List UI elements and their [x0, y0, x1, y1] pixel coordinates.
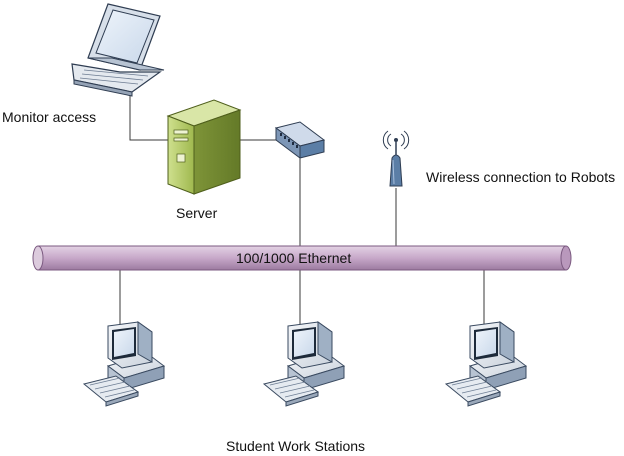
monitor-access-label: Monitor access: [2, 109, 97, 125]
server-label: Server: [176, 205, 218, 221]
network-switch-icon: [274, 121, 326, 159]
workstations-label: Student Work Stations: [226, 438, 366, 454]
network-links: [119, 90, 485, 328]
desktop-computer-icon: [263, 321, 345, 407]
desktop-computer-icon: [445, 321, 527, 407]
ethernet-label: 100/1000 Ethernet: [236, 250, 352, 266]
server-tower-icon: [166, 99, 242, 195]
laptop-icon: [71, 3, 165, 97]
laptop-server-link: [129, 90, 170, 141]
wireless-label: Wireless connection to Robots: [426, 169, 616, 185]
wireless-access-point-icon: [382, 130, 410, 187]
desktop-computer-icon: [83, 321, 165, 407]
ethernet-bus: [32, 245, 572, 271]
